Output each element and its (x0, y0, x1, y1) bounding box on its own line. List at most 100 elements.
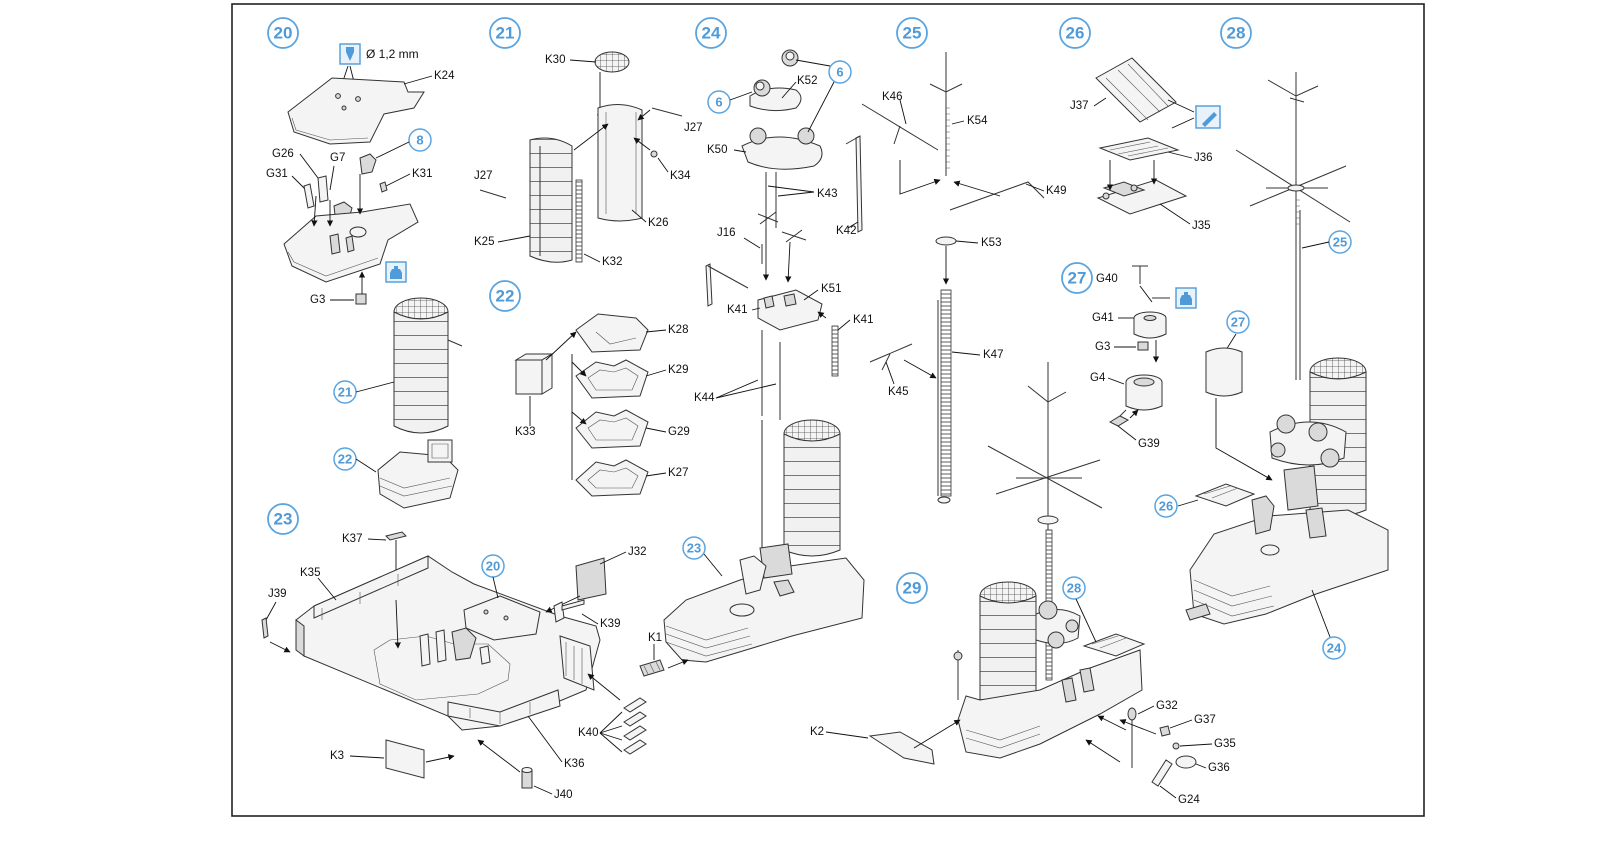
label-K1: K1 (648, 632, 662, 644)
svg-text:27: 27 (1068, 269, 1087, 288)
label-K33: K33 (515, 426, 535, 438)
step-26-drawing: J37 J36 J35 (1070, 57, 1221, 232)
step-24-drawing: K52 6 6 K50 K43 K42 J16 K51 K41 K4 (639, 49, 873, 677)
label-K30: K30 (545, 54, 565, 66)
label-K41a: K41 (727, 304, 747, 316)
svg-text:8: 8 (416, 133, 423, 148)
label-K40: K40 (578, 727, 598, 739)
ref-6b: 6 (707, 90, 731, 114)
svg-text:6: 6 (715, 95, 722, 110)
step-21: 21 (489, 17, 521, 49)
svg-text:20: 20 (274, 24, 293, 43)
label-K3: K3 (330, 750, 344, 762)
step-26: 26 (1059, 17, 1091, 49)
paint-icon (1195, 105, 1221, 129)
label-J40: J40 (554, 789, 573, 801)
label-J16: J16 (717, 227, 736, 239)
label-G29: G29 (668, 426, 690, 438)
label-K27: K27 (668, 467, 688, 479)
glue-icon (385, 261, 407, 283)
label-K2: K2 (810, 726, 824, 738)
svg-text:29: 29 (903, 579, 922, 598)
step-28-drawing: 25 27 26 24 (1154, 72, 1389, 660)
ref-23: 23 (682, 536, 706, 560)
label-J32: J32 (628, 546, 647, 558)
label-K42: K42 (836, 225, 856, 237)
label-K39: K39 (600, 618, 620, 630)
label-G41: G41 (1092, 312, 1114, 324)
label-K54: K54 (967, 115, 988, 127)
label-K49: K49 (1046, 185, 1066, 197)
label-K26: K26 (648, 217, 668, 229)
label-K43: K43 (817, 188, 837, 200)
step-29: 29 (896, 572, 928, 604)
svg-text:21: 21 (338, 385, 352, 400)
step-23-drawing: K37 K35 20 J39 J32 K39 (261, 531, 647, 801)
label-K47: K47 (983, 349, 1003, 361)
label-K52: K52 (797, 75, 817, 87)
step-28: 28 (1220, 17, 1252, 49)
label-J27a: J27 (684, 122, 703, 134)
part-K26 (597, 104, 643, 222)
part-step28-hull (1189, 509, 1389, 625)
ref-25: 25 (1328, 230, 1352, 254)
label-G32: G32 (1156, 700, 1178, 712)
label-J35: J35 (1192, 220, 1211, 232)
label-J27b: J27 (474, 170, 493, 182)
ref-8: 8 (408, 128, 432, 152)
label-K53: K53 (981, 237, 1001, 249)
svg-text:28: 28 (1227, 24, 1246, 43)
label-J36: J36 (1194, 152, 1213, 164)
label-K45: K45 (888, 386, 908, 398)
ref-24: 24 (1322, 636, 1346, 660)
step-24: 24 (695, 17, 727, 49)
svg-text:20: 20 (486, 559, 500, 574)
step-25-drawing: K54 K46 K49 K53 K47 K45 (861, 52, 1066, 504)
svg-text:27: 27 (1231, 315, 1245, 330)
label-K37: K37 (342, 533, 362, 545)
svg-text:26: 26 (1159, 499, 1173, 514)
svg-text:23: 23 (274, 510, 293, 529)
ref-26: 26 (1154, 494, 1178, 518)
diagram-frame (231, 3, 1425, 817)
label-K28: K28 (668, 324, 688, 336)
label-K44: K44 (694, 392, 715, 404)
label-K41b: K41 (853, 314, 873, 326)
step-20: 20 (267, 17, 299, 49)
step-29-drawing: 28 K2 G32 G37 G35 G36 G24 (810, 362, 1236, 806)
step-25: 25 (896, 17, 928, 49)
svg-text:22: 22 (496, 287, 515, 306)
step-22-drawing: K33 K28 K29 G29 K27 (514, 313, 690, 497)
label-K29: K29 (668, 364, 688, 376)
part-K24-platform (287, 77, 425, 145)
ref-20: 20 (481, 554, 505, 578)
step-20-drawing: Ø 1,2 mm K24 8 K31 G26 G7 G31 (266, 43, 455, 306)
label-G35: G35 (1214, 738, 1236, 750)
step-23: 23 (267, 503, 299, 535)
part-K35-hull-deck (295, 555, 601, 731)
label-K34: K34 (670, 170, 691, 182)
step-27-drawing: G40 G41 G3 G4 G39 (1090, 265, 1197, 450)
ref-6a: 6 (828, 60, 852, 84)
label-G4: G4 (1090, 372, 1106, 384)
label-J37: J37 (1070, 100, 1089, 112)
part-K25 (529, 137, 573, 263)
svg-text:22: 22 (338, 452, 352, 467)
label-G36: G36 (1208, 762, 1230, 774)
step-21-22-subassembly: 21 22 (333, 297, 463, 509)
label-G31: G31 (266, 168, 288, 180)
label-K31: K31 (412, 168, 432, 180)
svg-text:25: 25 (1333, 235, 1347, 250)
label-K32: K32 (602, 256, 622, 268)
label-G3a: G3 (310, 294, 325, 306)
svg-text:21: 21 (496, 24, 515, 43)
label-K51: K51 (821, 283, 841, 295)
label-J39: J39 (268, 588, 287, 600)
glue-icon (1175, 287, 1197, 309)
label-K36: K36 (564, 758, 584, 770)
ref-27: 27 (1226, 310, 1250, 334)
ref-22: 22 (333, 447, 357, 471)
label-G3b: G3 (1095, 341, 1110, 353)
ref-21: 21 (333, 380, 357, 404)
